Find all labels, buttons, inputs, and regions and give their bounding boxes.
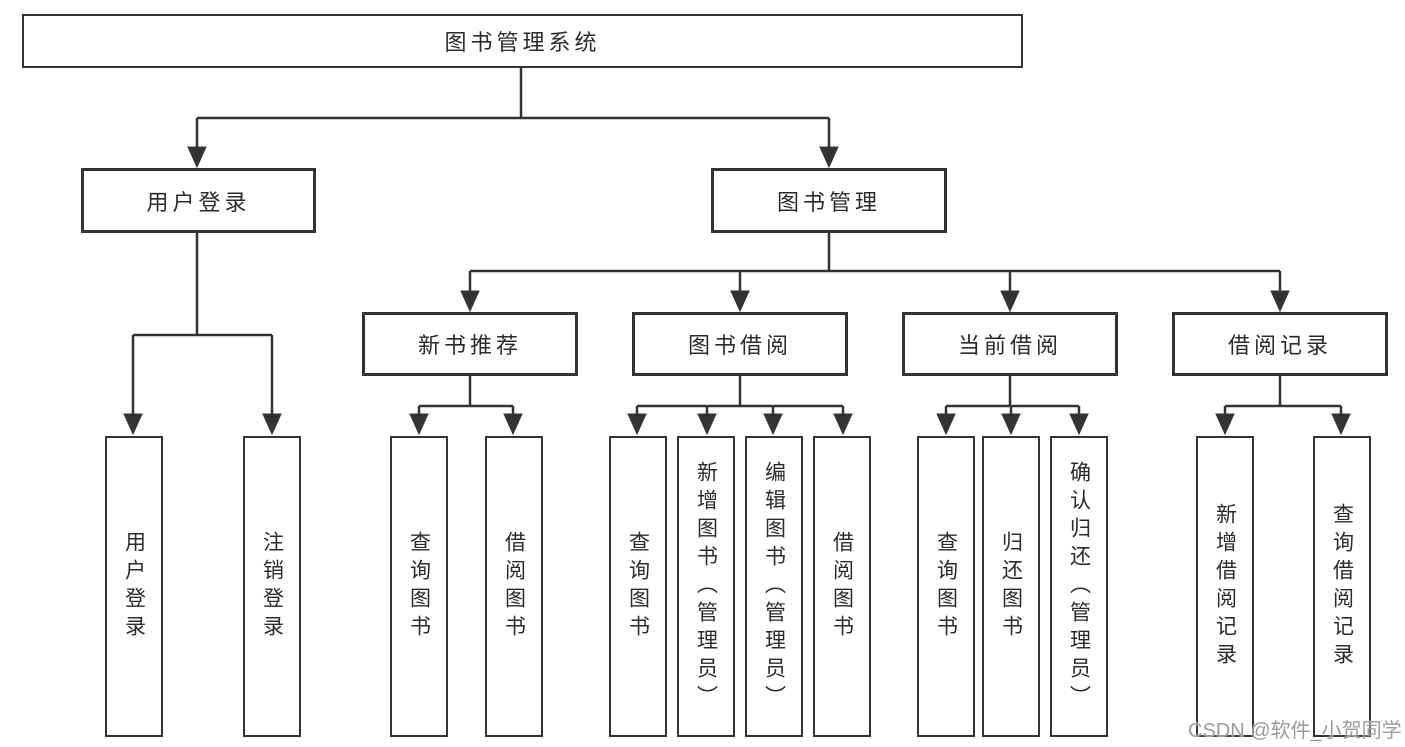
node-label: 确认归还（管理员）: [1067, 460, 1091, 713]
node-new-book-recommend: 新书推荐: [362, 312, 578, 376]
leaf-query-borrow-record: 查询借阅记录: [1313, 436, 1371, 737]
node-borrowing-records: 借阅记录: [1172, 312, 1388, 376]
leaf-query-books-current: 查询图书: [917, 436, 975, 737]
node-system-root: 图书管理系统: [22, 14, 1023, 68]
node-label: 图书借阅: [687, 333, 792, 358]
node-label: 借阅记录: [1227, 333, 1332, 358]
leaf-add-book-admin: 新增图书（管理员）: [677, 436, 735, 737]
node-current-borrowing: 当前借阅: [902, 312, 1118, 376]
node-label: 新增图书（管理员）: [694, 460, 718, 713]
node-label: 借阅图书: [830, 530, 854, 643]
leaf-borrow-books-recommend: 借阅图书: [485, 436, 543, 737]
leaf-query-books-borrow: 查询图书: [609, 436, 667, 737]
node-book-borrowing: 图书借阅: [632, 312, 848, 376]
node-label: 查询图书: [407, 530, 431, 643]
node-label: 新增借阅记录: [1213, 502, 1237, 671]
watermark: CSDN @软件_小贺同学: [1188, 720, 1402, 742]
node-label: 用户登录: [122, 530, 146, 643]
leaf-borrow-books: 借阅图书: [813, 436, 871, 737]
node-label: 注销登录: [260, 530, 284, 643]
node-label: 查询借阅记录: [1330, 502, 1354, 671]
leaf-confirm-return-admin: 确认归还（管理员）: [1050, 436, 1108, 737]
leaf-return-books: 归还图书: [982, 436, 1040, 737]
node-label: 编辑图书（管理员）: [762, 460, 786, 713]
leaf-query-books-recommend: 查询图书: [390, 436, 448, 737]
node-label: 归还图书: [999, 530, 1023, 643]
node-label: 查询图书: [626, 530, 650, 643]
node-label: 查询图书: [934, 530, 958, 643]
node-label: 当前借阅: [957, 333, 1062, 358]
leaf-add-borrow-record: 新增借阅记录: [1196, 436, 1254, 737]
node-label: 借阅图书: [502, 530, 526, 643]
node-label: 图书管理系统: [444, 30, 601, 55]
node-label: 新书推荐: [417, 333, 522, 358]
node-label: 用户登录: [146, 189, 251, 215]
leaf-user-login: 用户登录: [105, 436, 163, 737]
node-user-login: 用户登录: [81, 168, 316, 233]
leaf-edit-book-admin: 编辑图书（管理员）: [745, 436, 803, 737]
leaf-logout: 注销登录: [243, 436, 301, 737]
node-label: 图书管理: [776, 189, 881, 215]
node-book-management: 图书管理: [711, 168, 947, 233]
